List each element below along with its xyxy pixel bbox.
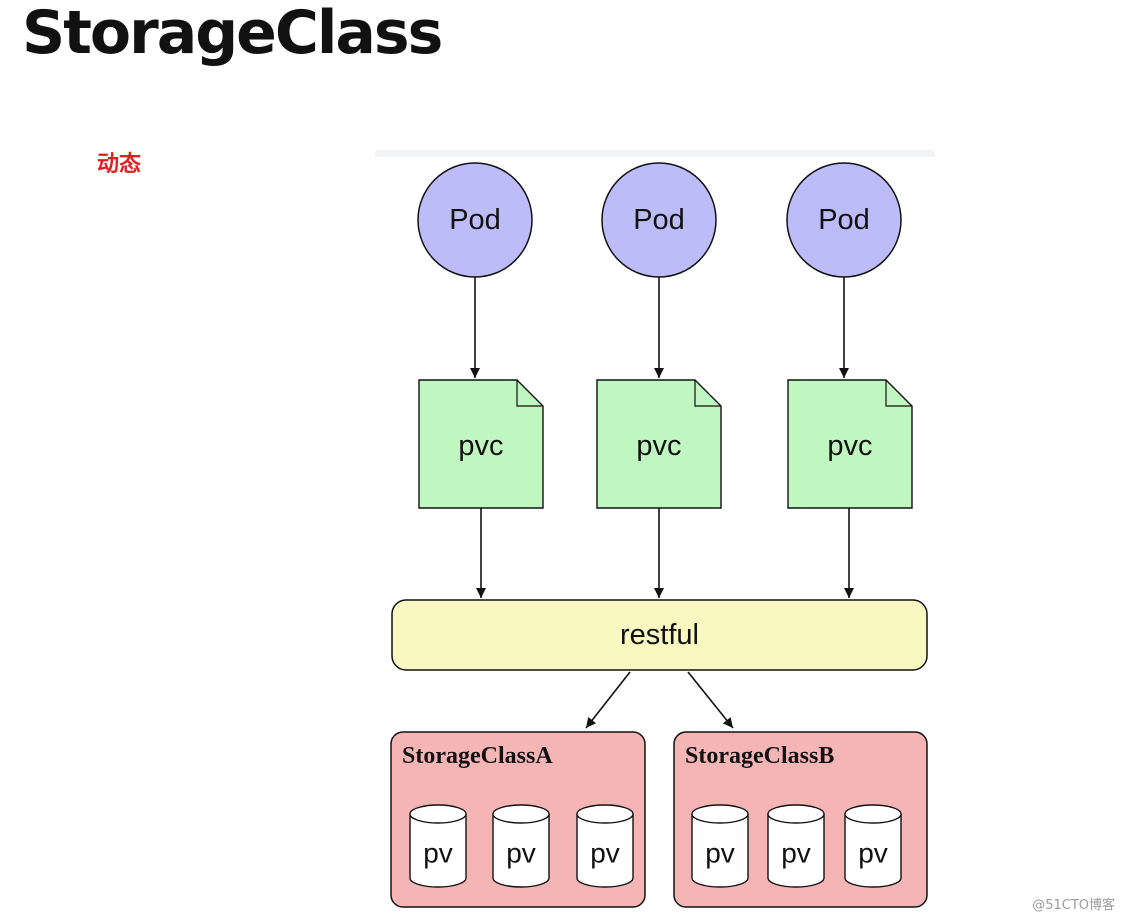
pv-cylinder-top [691,804,749,824]
pod-label: Pod [633,204,685,236]
pv-cylinder: pv [844,804,902,888]
pv-cylinder-top [844,804,902,824]
arrow-restful-to-storageclass [585,671,631,729]
pv-label: pv [506,838,536,869]
pv-cylinder-top [576,804,634,824]
restful: restful [391,599,928,671]
pvc-node: pvc [596,379,722,509]
pv-cylinder-body [576,814,634,888]
storage-class-label: StorageClassB [685,743,834,769]
pv-cylinder-body [767,814,825,888]
pod-circle [417,162,533,278]
pv-cylinder: pv [576,804,634,888]
pv-cylinder-top [492,804,550,824]
figure-top-strip [375,150,935,157]
pv-cylinder: pv [691,804,749,888]
pods: Pod Pod Pod [417,162,902,278]
pvc-document-shape [418,379,544,509]
pv-cylinder-body [691,814,749,888]
pv-cylinder: pv [409,804,467,888]
storage-class-label: StorageClassA [402,743,553,769]
restful-label: restful [620,619,699,651]
pv-label: pv [781,838,811,869]
pvc-document-shape [596,379,722,509]
storage-class-b: StorageClassB pv pv pv [673,731,928,908]
pvc-document-shape [787,379,913,509]
pvc-label: pvc [636,430,681,462]
pod-label: Pod [818,204,870,236]
pvc-node: pvc [787,379,913,509]
pod-node: Pod [601,162,717,278]
pv-cylinder-body [409,814,467,888]
restful-box [391,599,928,671]
pvc-fold-corner [516,380,543,407]
watermark: @51CTO博客 [1032,898,1115,913]
pv-cylinder: pv [767,804,825,888]
pvc-fold-corner [885,380,912,407]
arrow-restful-to-storageclass [687,671,734,729]
pod-circle [601,162,717,278]
pvc-fold-corner [694,380,721,407]
pod-node: Pod [417,162,533,278]
pv-label: pv [423,838,453,869]
storage-classes: StorageClassA pv pv pv StorageClassB pv pv pv [390,731,928,908]
pvc-label: pvc [827,430,872,462]
arrows [470,277,854,729]
page-title: StorageClass [22,0,443,68]
pv-cylinder: pv [492,804,550,888]
pv-cylinder-body [844,814,902,888]
pv-cylinder-top [409,804,467,824]
pvc-node: pvc [418,379,544,509]
pv-label: pv [590,838,620,869]
pod-label: Pod [449,204,501,236]
storage-class-a: StorageClassA pv pv pv [390,731,646,908]
pv-cylinder-body [492,814,550,888]
pod-circle [786,162,902,278]
restful-node: restful [391,599,928,671]
pvc-label: pvc [458,430,503,462]
pod-node: Pod [786,162,902,278]
pv-cylinder-top [767,804,825,824]
pv-label: pv [705,838,735,869]
pv-label: pv [858,838,888,869]
pvcs: pvc pvc pvc [418,379,913,509]
subtitle-dynamic: 动态 [97,152,142,177]
